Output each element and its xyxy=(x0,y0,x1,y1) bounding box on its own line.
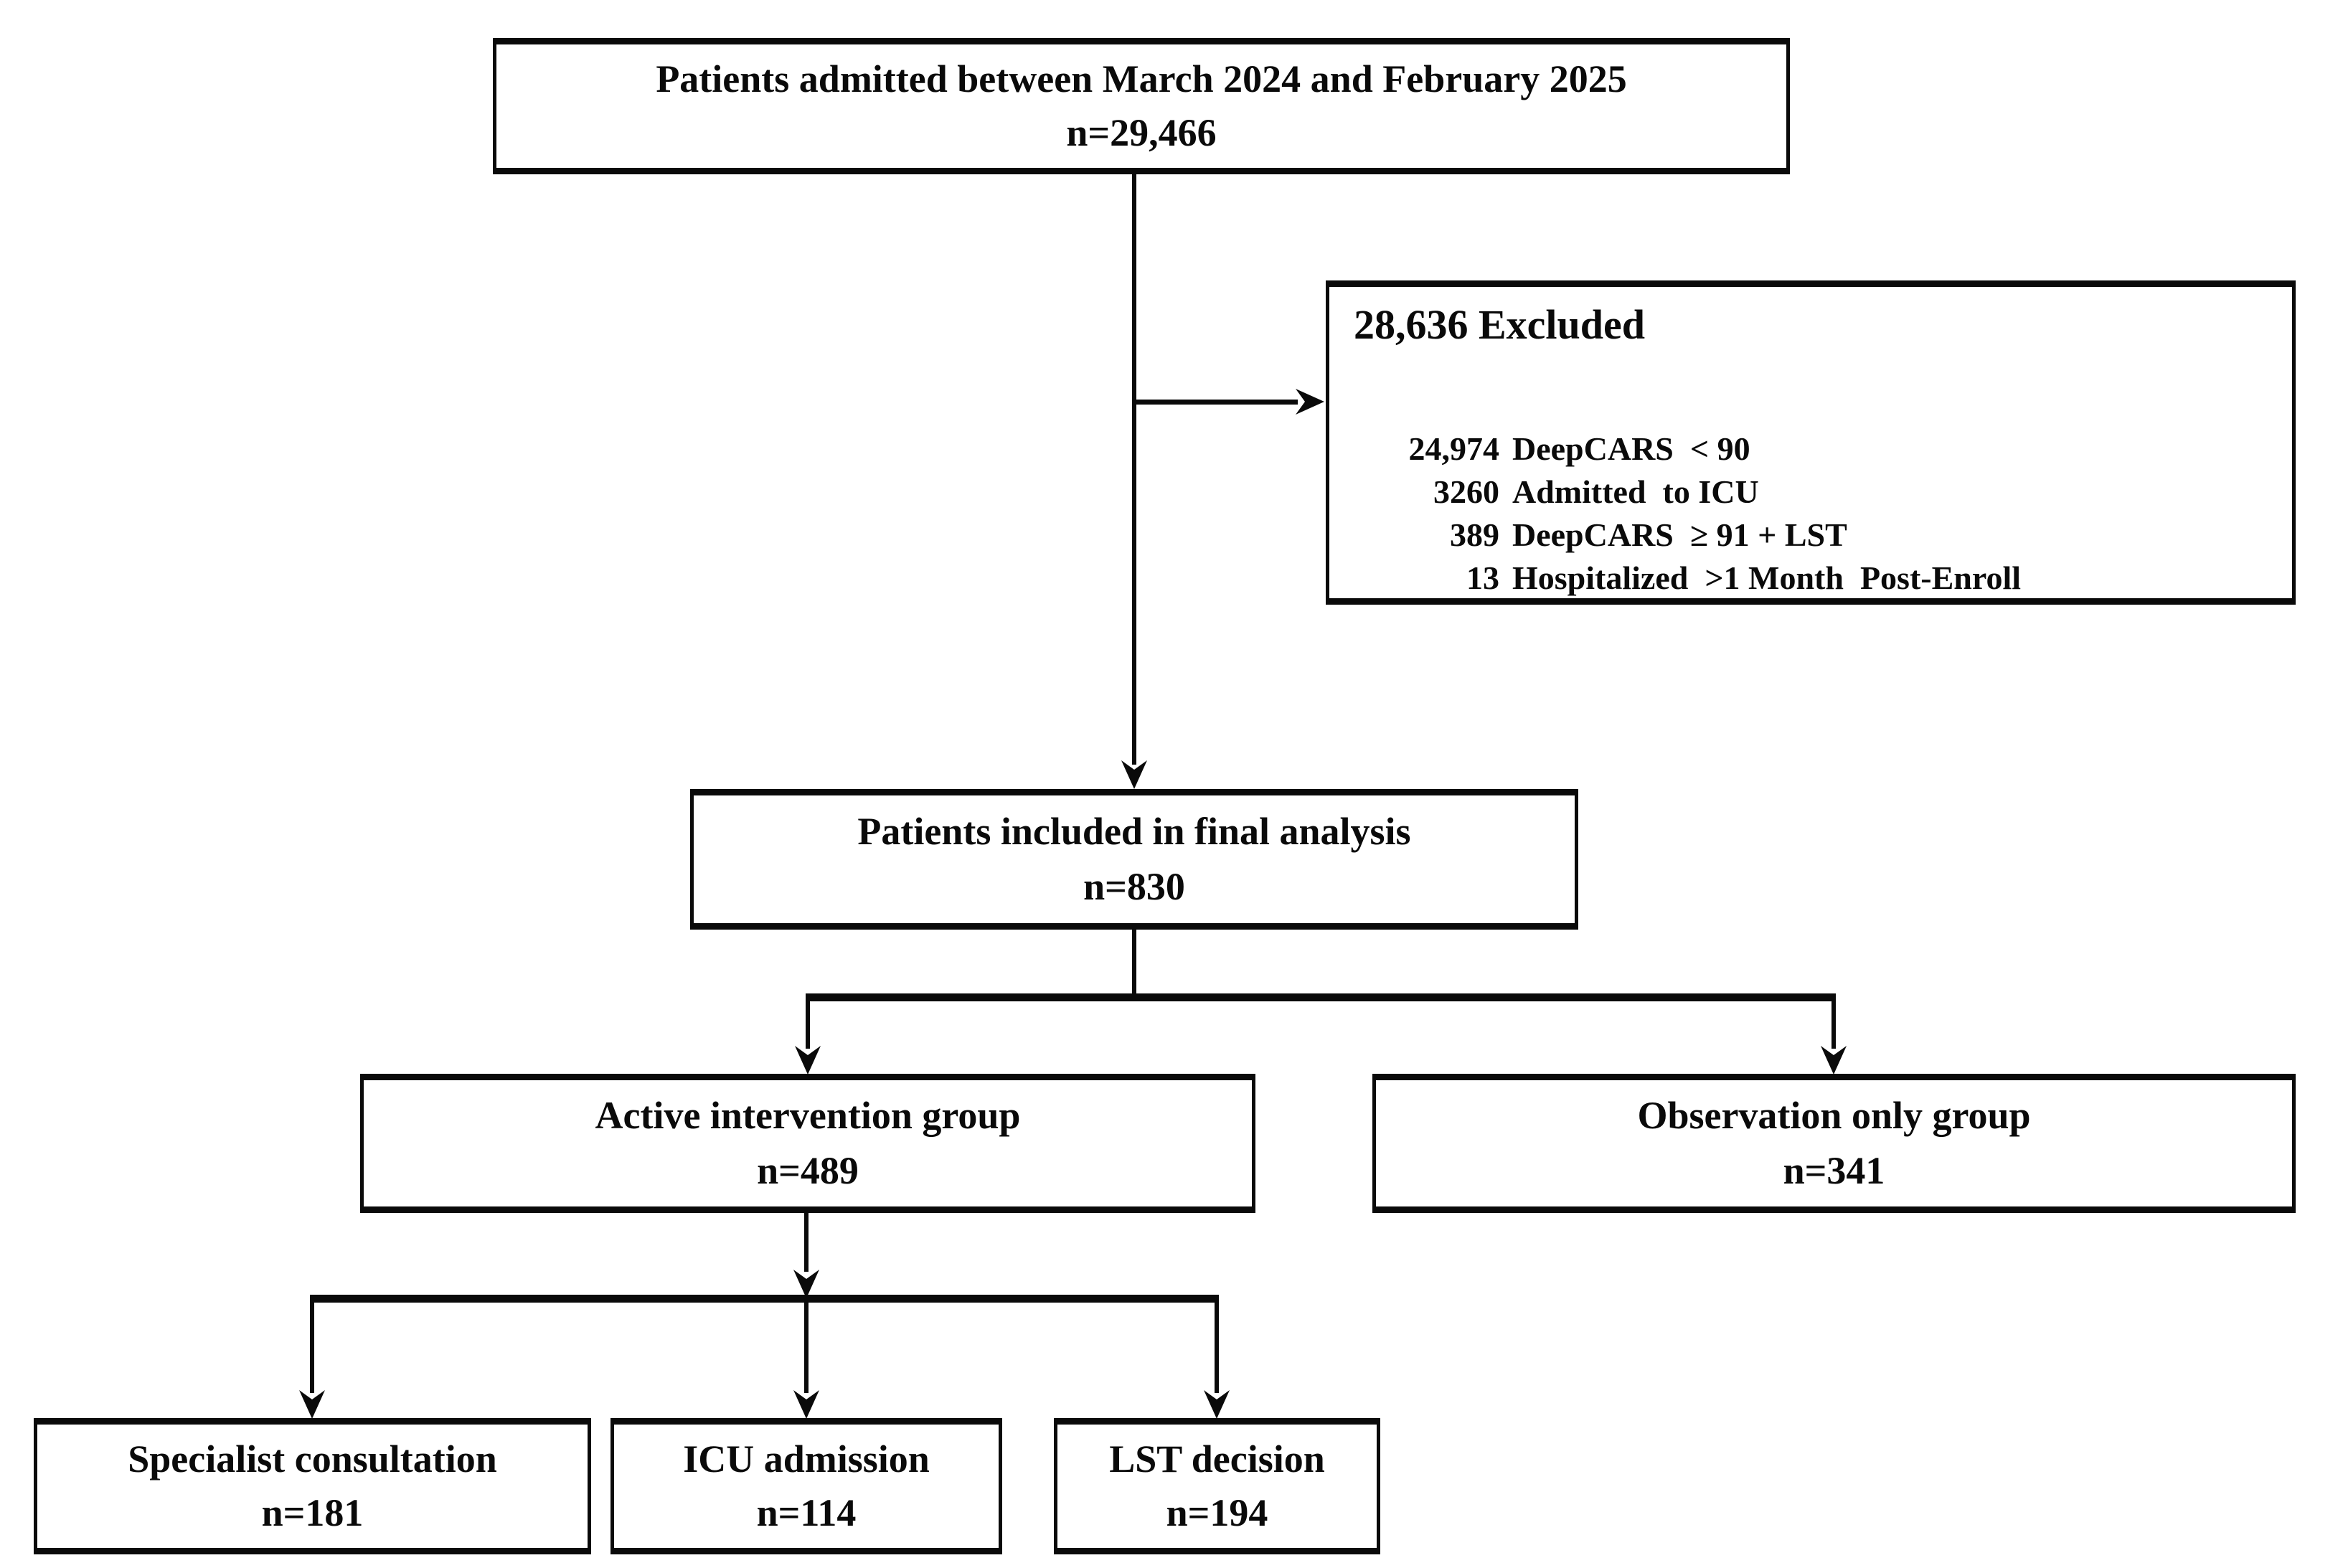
box-excluded-title: 28,636 Excluded xyxy=(1354,301,1646,348)
arrow-down-icon xyxy=(1821,1046,1847,1075)
box-final-analysis: Patients included in final analysis n=83… xyxy=(690,789,1578,930)
arrow-down-icon xyxy=(1204,1390,1230,1419)
split-bar-groups xyxy=(806,993,1836,1001)
excluded-items-list: 24,974 DeepCARS < 90 3260 Admitted to IC… xyxy=(1352,428,2273,600)
excluded-item-label: Admitted to ICU xyxy=(1512,473,1759,510)
box-excluded: 28,636 Excluded 24,974 DeepCARS < 90 326… xyxy=(1326,280,2296,605)
connector-to-specialist xyxy=(310,1298,314,1393)
box-specialist-consultation-title: Specialist consultation xyxy=(128,1437,497,1481)
box-final-analysis-title: Patients included in final analysis xyxy=(857,810,1411,854)
box-active-intervention-count: n=489 xyxy=(757,1148,859,1192)
box-observation-only: Observation only group n=341 xyxy=(1372,1074,2296,1213)
arrow-down-icon xyxy=(299,1390,325,1419)
box-observation-only-count: n=341 xyxy=(1783,1148,1885,1192)
box-specialist-consultation: Specialist consultation n=181 xyxy=(34,1418,591,1554)
box-icu-admission: ICU admission n=114 xyxy=(610,1418,1002,1554)
arrow-down-icon xyxy=(793,1390,819,1419)
connector-to-observation xyxy=(1832,997,1836,1049)
box-icu-admission-title: ICU admission xyxy=(683,1437,930,1481)
excluded-item-label: Hospitalized >1 Month Post-Enroll xyxy=(1512,559,2022,596)
connector-admitted-to-final xyxy=(1132,174,1136,765)
box-final-analysis-count: n=830 xyxy=(1083,865,1185,909)
excluded-item-label: DeepCARS < 90 xyxy=(1512,430,1750,467)
connector-final-to-split xyxy=(1132,930,1136,1001)
box-active-intervention: Active intervention group n=489 xyxy=(360,1074,1255,1213)
arrow-down-icon xyxy=(1121,760,1147,789)
split-bar-interventions xyxy=(310,1295,1219,1303)
connector-active-to-split xyxy=(804,1213,808,1272)
excluded-item-count: 24,974 xyxy=(1408,430,1500,467)
excluded-item-count: 13 xyxy=(1466,559,1499,596)
connector-excluded-branch xyxy=(1134,400,1298,405)
box-admitted-count: n=29,466 xyxy=(1066,111,1217,155)
box-observation-only-title: Observation only group xyxy=(1637,1094,2031,1138)
box-icu-admission-count: n=114 xyxy=(756,1491,857,1535)
excluded-item-label: DeepCARS ≥ 91 + LST xyxy=(1512,516,1847,553)
excluded-item-count: 3260 xyxy=(1433,473,1499,510)
box-admitted-title: Patients admitted between March 2024 and… xyxy=(656,57,1627,101)
connector-to-icu xyxy=(804,1298,808,1393)
box-lst-decision: LST decision n=194 xyxy=(1054,1418,1380,1554)
excluded-item-count: 389 xyxy=(1450,516,1499,553)
box-admitted: Patients admitted between March 2024 and… xyxy=(493,38,1790,174)
arrow-down-icon xyxy=(795,1046,821,1075)
box-lst-decision-count: n=194 xyxy=(1166,1491,1268,1535)
arrow-right-icon xyxy=(1296,389,1324,415)
box-active-intervention-title: Active intervention group xyxy=(595,1094,1021,1138)
connector-to-lst xyxy=(1215,1298,1219,1393)
arrow-down-icon xyxy=(793,1270,819,1298)
box-specialist-consultation-count: n=181 xyxy=(261,1491,364,1535)
box-lst-decision-title: LST decision xyxy=(1109,1437,1325,1481)
connector-to-active xyxy=(806,997,810,1049)
